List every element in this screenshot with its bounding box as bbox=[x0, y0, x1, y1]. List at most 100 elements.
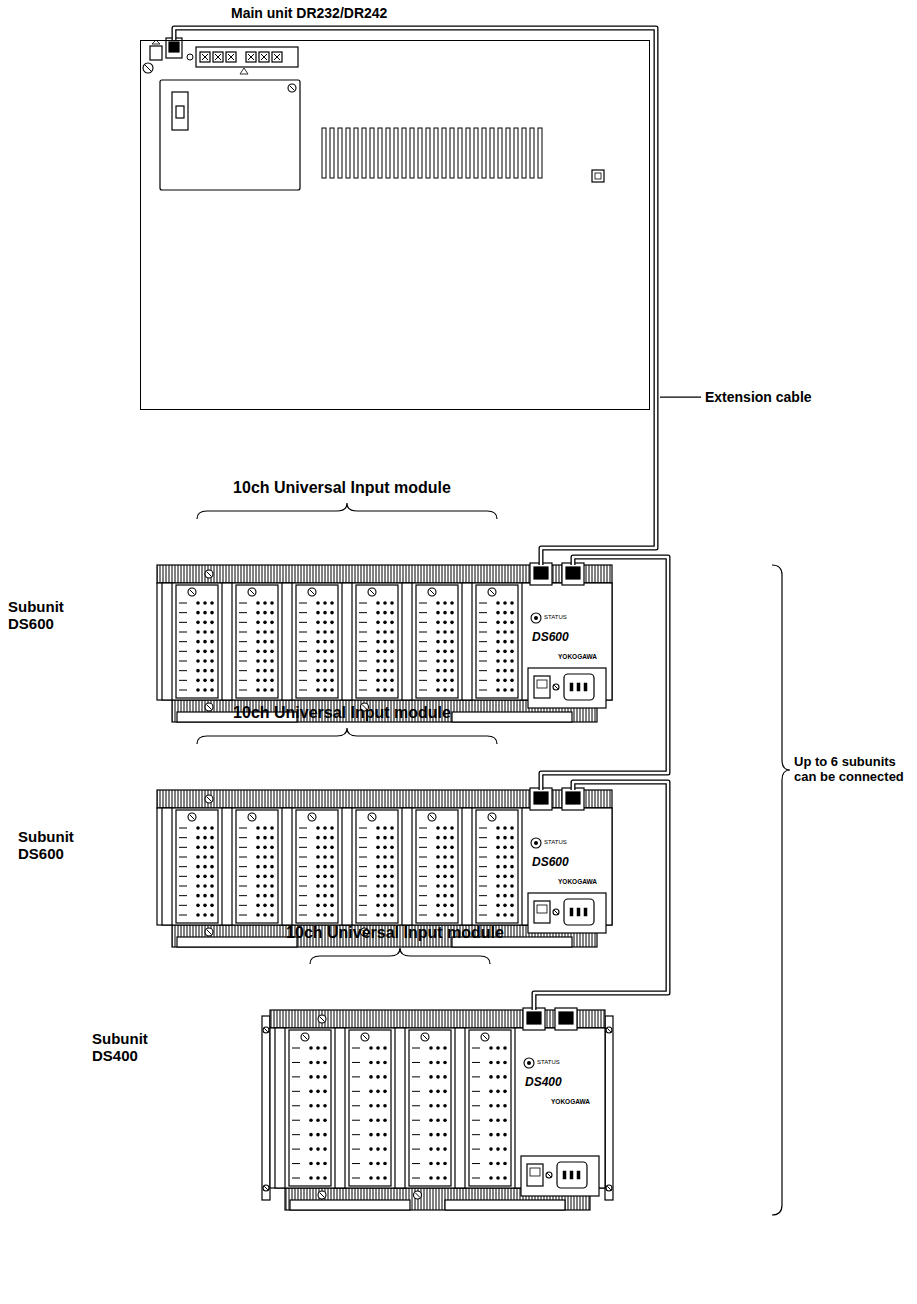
subunit-label: Subunit DS600 bbox=[8, 598, 78, 633]
terminal-dot bbox=[256, 601, 260, 605]
channel-mark bbox=[239, 837, 247, 838]
terminal-dot bbox=[263, 913, 267, 917]
channel-mark bbox=[419, 828, 427, 829]
channel-mark bbox=[292, 1076, 300, 1077]
channel-mark bbox=[359, 651, 367, 652]
foot bbox=[452, 712, 572, 722]
terminal-dot bbox=[436, 1061, 440, 1065]
channel-mark bbox=[479, 876, 487, 877]
terminal-dot bbox=[316, 1176, 320, 1180]
terminal-dot bbox=[203, 621, 207, 625]
terminal-dot bbox=[496, 630, 500, 634]
terminal-dot bbox=[390, 865, 394, 869]
module-strip bbox=[342, 583, 352, 700]
screw bbox=[308, 588, 316, 596]
terminal-dot bbox=[263, 621, 267, 625]
terminal-dot bbox=[309, 1061, 313, 1065]
terminal-dot bbox=[196, 679, 200, 683]
module-strip bbox=[462, 808, 472, 925]
terminal-dot bbox=[270, 836, 274, 840]
channel-mark bbox=[299, 857, 307, 858]
channel-mark bbox=[359, 670, 367, 671]
terminal-dot bbox=[443, 611, 447, 615]
module-strip bbox=[395, 1028, 405, 1188]
terminal-dot bbox=[496, 669, 500, 673]
terminal-dot bbox=[510, 904, 514, 908]
terminal-dot bbox=[503, 1133, 507, 1137]
terminal-dot bbox=[309, 1118, 313, 1122]
terminal-dot bbox=[436, 846, 440, 850]
screw-slot bbox=[290, 86, 295, 91]
terminal-dot bbox=[489, 1162, 493, 1166]
terminal-dot bbox=[496, 904, 500, 908]
terminal-dot bbox=[510, 884, 514, 888]
screw bbox=[488, 588, 496, 596]
terminal-dot bbox=[383, 1147, 387, 1151]
screw bbox=[205, 570, 213, 578]
terminal-dot bbox=[376, 630, 380, 634]
terminal-dot bbox=[203, 846, 207, 850]
terminal-dot bbox=[270, 826, 274, 830]
terminal-dot bbox=[450, 640, 454, 644]
terminal-dot bbox=[390, 630, 394, 634]
vent-slot bbox=[354, 128, 358, 178]
terminal-dot bbox=[369, 1090, 373, 1094]
connector-in bbox=[530, 563, 552, 585]
inlet-pin bbox=[584, 683, 587, 691]
terminal-dot bbox=[450, 894, 454, 898]
terminal-dot bbox=[256, 669, 260, 673]
channel-mark bbox=[359, 632, 367, 633]
terminal-dot bbox=[503, 1147, 507, 1151]
terminal-dot bbox=[270, 640, 274, 644]
connector-socket bbox=[559, 1012, 573, 1024]
channel-mark bbox=[472, 1076, 480, 1077]
channel-mark bbox=[239, 622, 247, 623]
terminal-dot bbox=[376, 1133, 380, 1137]
terminal-dot bbox=[376, 601, 380, 605]
terminal-dot bbox=[196, 846, 200, 850]
channel-mark bbox=[299, 632, 307, 633]
power-inlet bbox=[564, 674, 594, 700]
terminal-dot bbox=[323, 826, 327, 830]
terminal-dot bbox=[316, 846, 320, 850]
terminal-dot bbox=[436, 630, 440, 634]
input-module bbox=[476, 585, 518, 698]
power-inlet bbox=[557, 1162, 587, 1188]
terminal-dot bbox=[196, 669, 200, 673]
terminal-dot bbox=[390, 826, 394, 830]
terminal-dot bbox=[316, 1147, 320, 1151]
screw-slot bbox=[264, 1028, 268, 1032]
module-strip bbox=[282, 808, 292, 925]
screw-slot bbox=[363, 1035, 368, 1040]
terminal-dot bbox=[203, 875, 207, 879]
channel-mark bbox=[359, 828, 367, 829]
channel-mark bbox=[179, 886, 187, 887]
terminal-dot bbox=[510, 875, 514, 879]
terminal-dot bbox=[210, 669, 214, 673]
terminal-dot bbox=[316, 875, 320, 879]
terminal-dot bbox=[256, 855, 260, 859]
terminal-dot bbox=[270, 846, 274, 850]
channel-mark bbox=[419, 670, 427, 671]
terminal-dot bbox=[323, 913, 327, 917]
status-lamp-core bbox=[527, 1061, 531, 1065]
terminal-dot bbox=[450, 630, 454, 634]
terminal-screw bbox=[259, 52, 269, 62]
terminal-dot bbox=[263, 669, 267, 673]
screw-slot bbox=[207, 572, 212, 577]
terminal-dot bbox=[376, 826, 380, 830]
terminal-dot bbox=[503, 679, 507, 683]
terminal-dot bbox=[443, 1118, 447, 1122]
terminal-dot bbox=[436, 894, 440, 898]
terminal-dot bbox=[210, 621, 214, 625]
brand-logo: YOKOGAWA bbox=[558, 653, 597, 660]
screw bbox=[606, 1027, 612, 1033]
note-label: Up to 6 subunits can be connected bbox=[794, 755, 910, 785]
terminal-dot bbox=[369, 1176, 373, 1180]
channel-mark bbox=[292, 1178, 300, 1179]
terminal-dot bbox=[376, 1176, 380, 1180]
module-strip bbox=[342, 808, 352, 925]
main-unit-drawing bbox=[143, 38, 604, 190]
terminal-dot bbox=[210, 688, 214, 692]
terminal-dot bbox=[390, 650, 394, 654]
